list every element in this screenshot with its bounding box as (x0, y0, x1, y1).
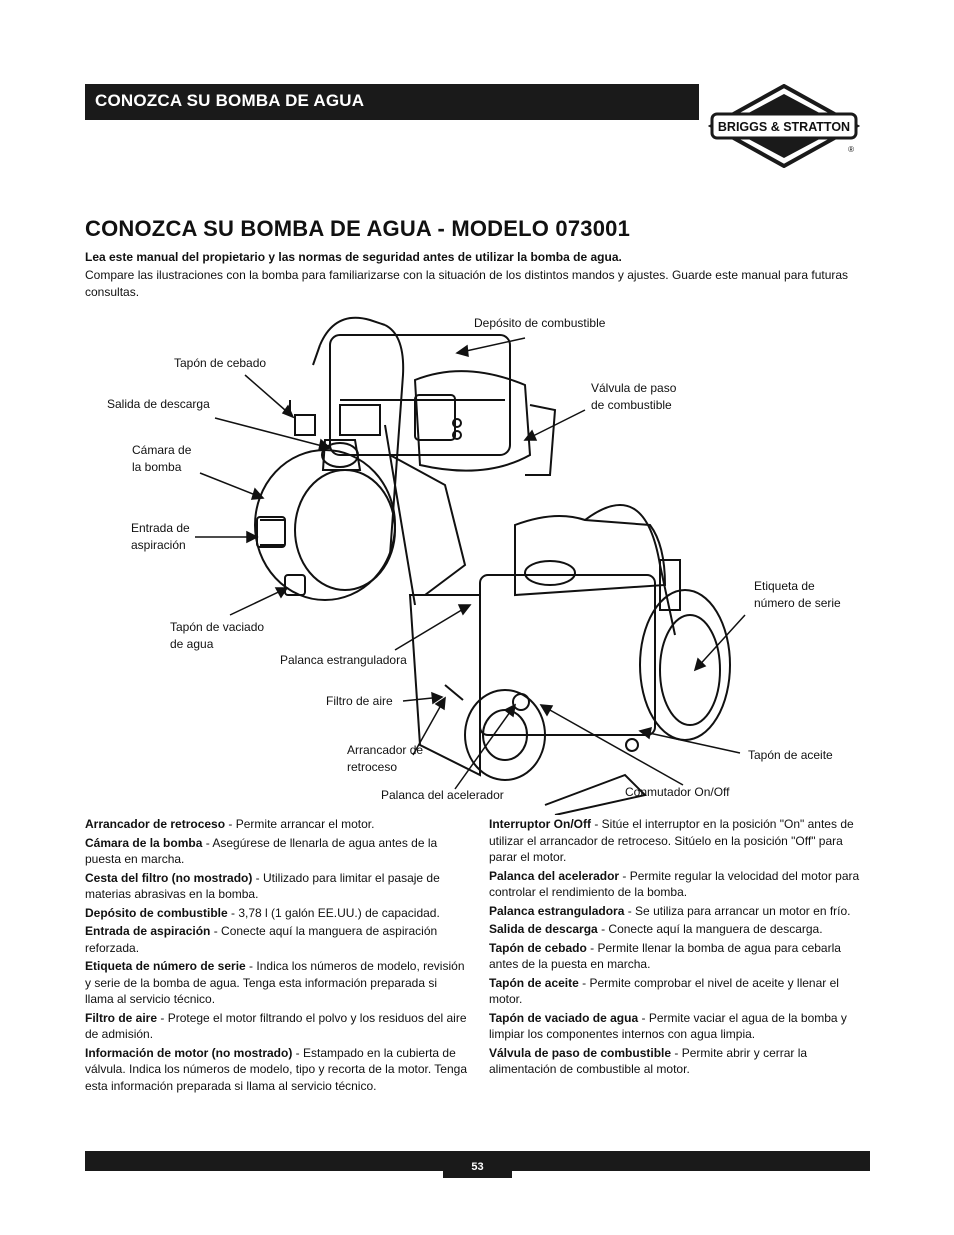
callout-aceite: Tapón de aceite (748, 748, 833, 762)
descriptions-right-column: Interruptor On/Off - Sitúe el interrupto… (489, 816, 871, 1080)
description-term: Filtro de aire (85, 1010, 158, 1025)
descriptions-left-column: Arrancador de retroceso - Permite arranc… (85, 816, 467, 1096)
callout-conmutador: Conmutador On/Off (625, 785, 730, 799)
description-term: Tapón de vaciado de agua (489, 1010, 639, 1025)
callout-vaciado-line2: de agua (170, 637, 214, 651)
description-item: Cesta del filtro (no mostrado) - Utiliza… (85, 870, 467, 903)
description-text: - Estampado en la cubierta de válvula. I… (85, 1045, 467, 1093)
description-term: Etiqueta de número de serie (85, 959, 246, 973)
description-item: Palanca del acelerador - Permite regular… (489, 868, 871, 901)
pump-drawing (195, 316, 746, 815)
callout-camara: Cámara de la bomba (132, 442, 191, 476)
callout-valvula: Válvula de paso de combustible (591, 380, 676, 414)
callout-entrada-line1: Entrada de (131, 521, 190, 535)
description-item: Tapón de cebado - Permite llenar la bomb… (489, 940, 871, 973)
callout-entrada-line2: aspiración (131, 538, 186, 552)
description-term: Entrada de aspiración (85, 924, 211, 938)
callout-vaciado: Tapón de vaciado de agua (170, 619, 264, 653)
description-text: - Permite vaciar el agua de la bomba y l… (489, 1010, 847, 1042)
description-item: Arrancador de retroceso - Permite arranc… (85, 816, 467, 833)
callout-filtro: Filtro de aire (326, 694, 393, 708)
description-text: - Conecte aquí la manguera de aspiración… (85, 924, 438, 955)
description-term: Salida de descarga (489, 922, 598, 936)
description-term: Arrancador de retroceso (85, 817, 226, 831)
callout-acelerador: Palanca del acelerador (381, 788, 504, 802)
callout-salida: Salida de descarga (107, 397, 210, 411)
callout-camara-line1: Cámara de (132, 443, 192, 457)
callout-tapon-cebado: Tapón de cebado (174, 356, 267, 370)
callout-arrancador-line2: retroceso (347, 760, 398, 774)
description-item: Depósito de combustible - 3,78 l (1 galó… (85, 905, 467, 922)
description-term: Palanca estranguladora (489, 903, 625, 918)
callout-valvula-line1: Válvula de paso (591, 381, 677, 395)
intro-text: Compare las ilustraciones con la bomba p… (85, 267, 849, 300)
section-title: CONOZCA SU BOMBA DE AGUA (95, 91, 365, 110)
description-text: - Indica los números de modelo, revisión… (85, 959, 465, 1006)
pump-illustration: Depósito de combustible Tapón de cebado … (85, 305, 870, 815)
callout-deposito: Depósito de combustible (474, 316, 606, 330)
description-text: - Permite arrancar el motor. (225, 817, 375, 831)
description-item: Etiqueta de número de serie - Indica los… (85, 958, 467, 1008)
briggs-stratton-logo: BRIGGS & STRATTON ® (708, 84, 860, 168)
description-text: - Se utiliza para arrancar un motor en f… (624, 903, 851, 918)
description-item: Entrada de aspiración - Conecte aquí la … (85, 923, 467, 956)
description-text: - Asegúrese de llenarla de agua antes de… (85, 835, 438, 867)
description-text: - Permite regular la velocidad del motor… (489, 868, 860, 900)
description-text: - 3,78 l (1 galón EE.UU.) de capacidad. (227, 905, 440, 920)
description-text: - Permite comprobar el nivel de aceite y… (489, 975, 839, 1007)
description-text: - Conecte aquí la manguera de descarga. (597, 922, 823, 936)
description-item: Información de motor (no mostrado) - Est… (85, 1045, 467, 1095)
description-term: Válvula de paso de combustible (489, 1045, 672, 1060)
intro-bold: Lea este manual del propietario y las no… (85, 250, 622, 264)
description-item: Válvula de paso de combustible - Permite… (489, 1045, 871, 1078)
svg-text:BRIGGS & STRATTON: BRIGGS & STRATTON (718, 120, 850, 134)
description-term: Interruptor On/Off (489, 817, 591, 831)
description-text: - Permite abrir y cerrar la alimentación… (489, 1045, 808, 1077)
callout-estranguladora: Palanca estranguladora (280, 653, 407, 667)
description-item: Interruptor On/Off - Sitúe el interrupto… (489, 816, 871, 866)
description-text: - Sitúe el interruptor en la posición "O… (489, 817, 854, 864)
description-term: Cámara de la bomba (85, 835, 203, 850)
callout-arrancador-line1: Arrancador de (347, 743, 424, 757)
description-term: Palanca del acelerador (489, 868, 620, 883)
description-item: Tapón de vaciado de agua - Permite vacia… (489, 1010, 871, 1043)
page-title: CONOZCA SU BOMBA DE AGUA - MODELO 073001 (85, 216, 631, 241)
callout-camara-line2: la bomba (132, 460, 182, 474)
callout-entrada: Entrada de aspiración (131, 520, 190, 554)
description-term: Tapón de aceite (489, 975, 579, 990)
description-term: Cesta del filtro (no mostrado) (85, 870, 253, 885)
description-term: Información de motor (no mostrado) (85, 1045, 293, 1060)
description-text: - Utilizado para limitar el pasaje de ma… (85, 870, 440, 902)
description-term: Depósito de combustible (85, 905, 228, 920)
section-header-bar: CONOZCA SU BOMBA DE AGUA (85, 84, 699, 120)
callout-arrancador: Arrancador de retroceso (347, 742, 423, 776)
description-text: - Permite llenar la bomba de agua para c… (489, 940, 841, 972)
callout-vaciado-line1: Tapón de vaciado (170, 620, 265, 634)
svg-text:®: ® (848, 145, 854, 154)
description-item: Palanca estranguladora - Se utiliza para… (489, 903, 871, 920)
description-term: Tapón de cebado (489, 940, 587, 955)
description-item: Salida de descarga - Conecte aquí la man… (489, 921, 871, 938)
callout-etiqueta-line2: número de serie (754, 596, 841, 610)
description-text: - Protege el motor filtrando el polvo y … (85, 1010, 467, 1042)
page-number: 53 (443, 1156, 512, 1178)
callout-etiqueta-line1: Etiqueta de (754, 579, 815, 593)
description-item: Cámara de la bomba - Asegúrese de llenar… (85, 835, 467, 868)
callout-etiqueta: Etiqueta de número de serie (754, 578, 841, 612)
callout-valvula-line2: de combustible (591, 398, 672, 412)
description-item: Tapón de aceite - Permite comprobar el n… (489, 975, 871, 1008)
intro: Lea este manual del propietario y las no… (85, 249, 870, 302)
description-item: Filtro de aire - Protege el motor filtra… (85, 1010, 467, 1043)
